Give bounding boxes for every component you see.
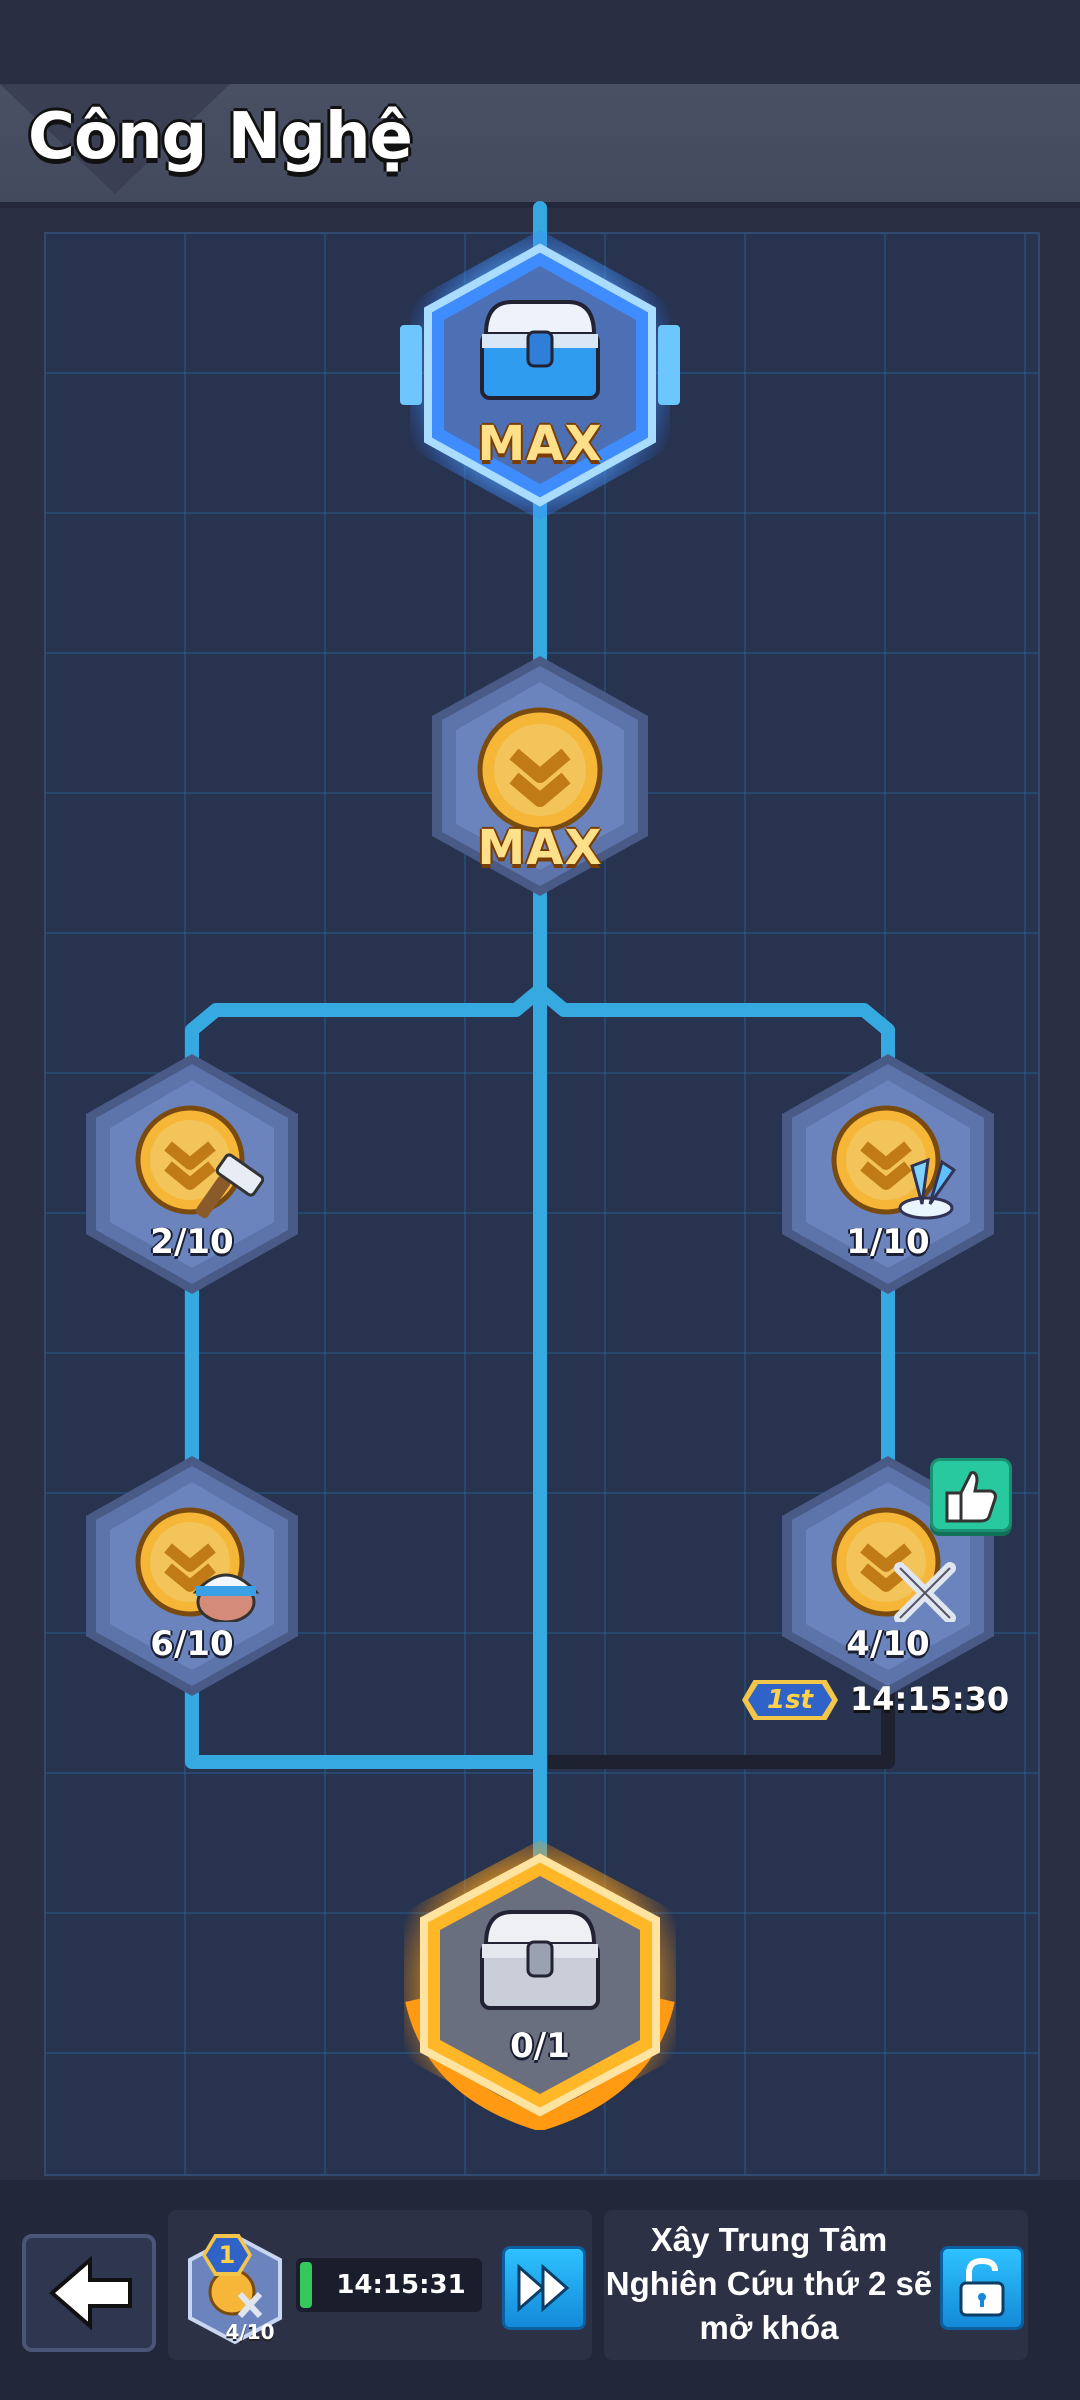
header-notch <box>0 84 230 194</box>
tech-node-chest-top[interactable]: MAX <box>400 230 680 520</box>
branch-split-line <box>185 983 895 1067</box>
thumbs-up-icon <box>945 1471 997 1523</box>
node-level-label: MAX <box>477 820 603 876</box>
unlock-line-2: Nghiên Cứu thứ 2 sẽ <box>605 2265 933 2302</box>
unlock-button[interactable] <box>940 2246 1024 2330</box>
left-merge-line <box>185 1683 547 1769</box>
research-timer: 14:15:30 <box>850 1680 1010 1718</box>
node-level-label: MAX <box>477 416 603 472</box>
back-arrow-icon <box>48 2255 132 2331</box>
queue-level-text: 1 <box>206 2238 248 2272</box>
rank-text: 1st <box>748 1684 832 1716</box>
unlock-info-panel: Xây Trung Tâm Nghiên Cứu thứ 2 sẽ mở khó… <box>604 2210 1028 2360</box>
tech-node-coin-crystal[interactable]: 1/10 <box>778 1054 998 1294</box>
node-level-label: 4/10 <box>846 1624 930 1664</box>
coin-hammer-icon <box>135 1105 264 1219</box>
tech-node-coin-helmet[interactable]: 6/10 <box>82 1456 302 1696</box>
coin-crystal-icon <box>831 1105 957 1220</box>
coin-swords-icon <box>831 1507 956 1622</box>
right-merge-line-locked <box>548 1690 895 1769</box>
unlocked-padlock-icon <box>959 2257 1005 2317</box>
blue-chest-icon <box>480 300 600 400</box>
recommended-thumbs-up-badge <box>930 1458 1012 1532</box>
research-timer-row: 1st 14:15:30 <box>742 1676 1009 1724</box>
status-bar <box>0 0 1080 84</box>
node-level-label: 1/10 <box>846 1222 930 1262</box>
fast-forward-icon <box>517 2263 570 2313</box>
research-queue-panel: 1 4/10 14:15:31 <box>168 2210 592 2360</box>
node-level-label: 2/10 <box>150 1222 234 1262</box>
queue-research-slot[interactable]: 1 4/10 <box>184 2224 286 2346</box>
speed-up-button[interactable] <box>502 2246 586 2330</box>
queue-timer-bar: 14:15:31 <box>296 2258 482 2312</box>
queue-timer-fill <box>300 2262 312 2308</box>
page-title: Công Nghệ <box>28 100 413 174</box>
tech-node-coin-hammer[interactable]: 2/10 <box>82 1054 302 1294</box>
unlock-message: Xây Trung Tâm Nghiên Cứu thứ 2 sẽ mở khó… <box>604 2218 934 2350</box>
coin-helmet-icon <box>135 1507 260 1622</box>
back-button[interactable] <box>22 2234 156 2352</box>
unlock-line-3: mở khóa <box>699 2309 839 2346</box>
silver-chest-icon <box>480 1910 600 2010</box>
tech-node-coin-mid[interactable]: MAX <box>428 656 652 896</box>
queue-timer-text: 14:15:31 <box>336 2270 466 2300</box>
node-level-label: 0/1 <box>510 2026 570 2066</box>
unlock-line-1: Xây Trung Tâm <box>650 2221 888 2258</box>
gold-coin-chevron-icon <box>477 707 603 833</box>
tech-node-chest-bottom[interactable]: 0/1 <box>394 1840 686 2132</box>
rank-badge: 1st <box>742 1680 838 1720</box>
queue-progress-text: 4/10 <box>225 2320 275 2344</box>
node-level-label: 6/10 <box>150 1624 234 1664</box>
